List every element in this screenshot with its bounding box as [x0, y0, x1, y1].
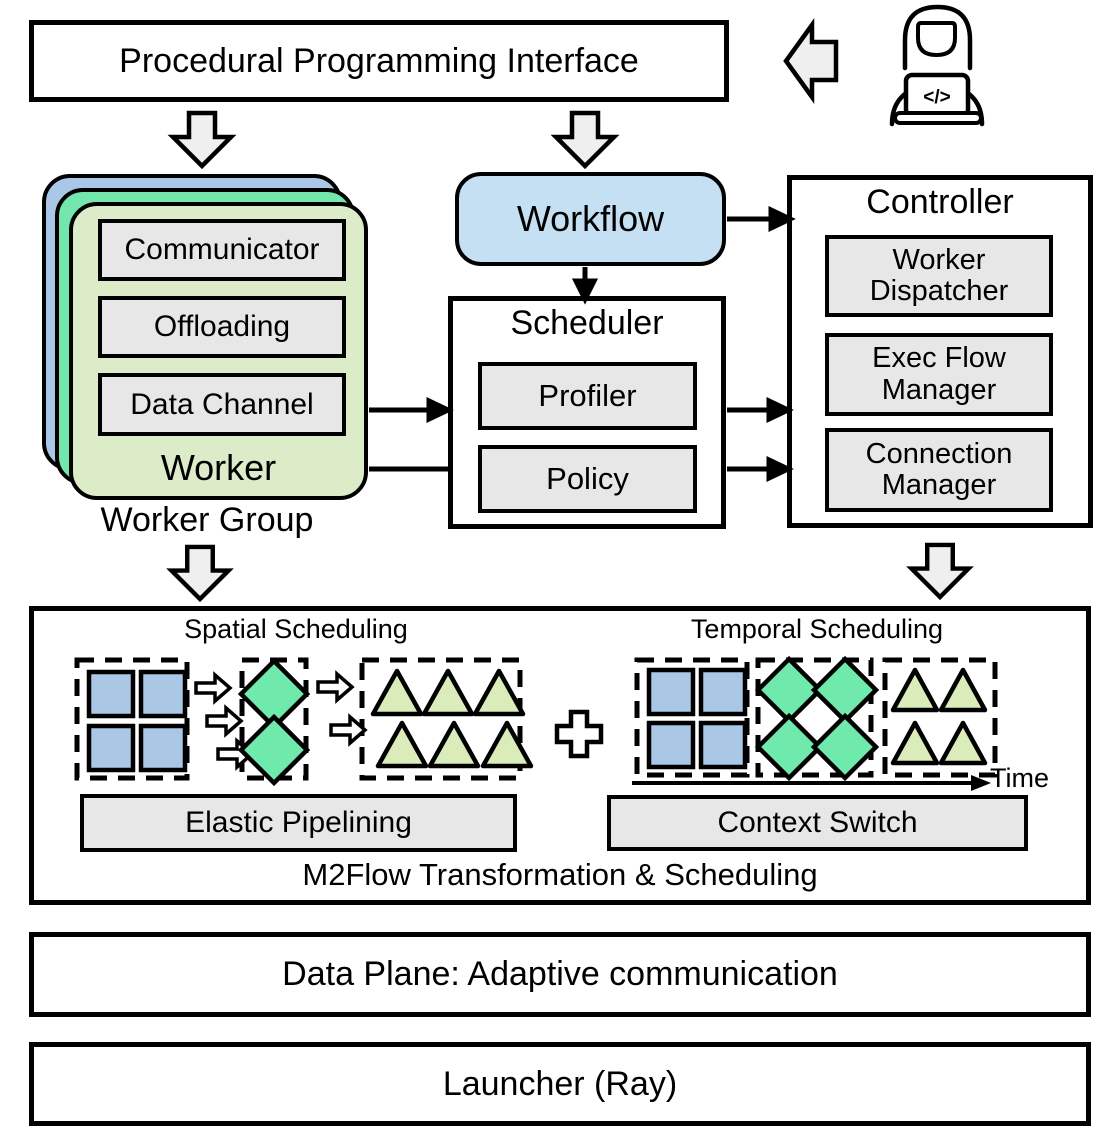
connection-manager-module: Connection Manager — [825, 428, 1053, 512]
spatial-diamonds — [237, 657, 311, 787]
offloading-label: Offloading — [153, 310, 291, 343]
data-channel-module: Data Channel — [98, 373, 346, 436]
exec-flow-manager-label: Exec Flow Manager — [872, 342, 1006, 406]
policy-module: Policy — [478, 445, 697, 513]
controller-to-m2flow-arrow-icon — [906, 542, 974, 601]
face-shape — [916, 21, 957, 58]
communicator-label: Communicator — [124, 233, 320, 266]
context-switch-label: Context Switch — [717, 806, 918, 839]
spatial-scheduling-title: Spatial Scheduling — [184, 613, 408, 644]
spatial-stage3-dashed-box — [359, 657, 523, 781]
offloading-module: Offloading — [98, 296, 346, 358]
data-plane-label: Data Plane: Adaptive communication — [282, 955, 838, 993]
launcher-label: Launcher (Ray) — [442, 1064, 678, 1103]
temporal-diamonds — [754, 655, 880, 782]
elastic-pipelining-label: Elastic Pipelining — [185, 806, 412, 839]
temporal-stage3-dashed-box — [882, 657, 998, 778]
data-plane-box: Data Plane: Adaptive communication — [29, 932, 1091, 1017]
worker-group-label: Worker Group — [100, 500, 314, 539]
workflow-box: Workflow — [455, 172, 726, 266]
context-switch-box: Context Switch — [607, 795, 1028, 851]
m2flow-shapes — [74, 655, 998, 791]
workers-to-m2flow-arrow-icon — [166, 544, 234, 603]
spatial-stage1-dashed-box — [74, 657, 190, 781]
worker-card-label: Worker — [160, 447, 277, 488]
temporal-scheduling-title: Temporal Scheduling — [690, 613, 944, 644]
temporal-triangles — [890, 667, 988, 766]
temporal-stage1-dashed-box — [634, 657, 750, 778]
launcher-box: Launcher (Ray) — [29, 1042, 1091, 1126]
policy-label: Policy — [546, 461, 629, 496]
worker-dispatcher-module: Worker Dispatcher — [825, 235, 1053, 317]
connection-manager-label: Connection Manager — [865, 437, 1013, 501]
time-label: Time — [990, 762, 1049, 793]
worker-dispatcher-label: Worker Dispatcher — [869, 243, 1009, 307]
workflow-label: Workflow — [516, 198, 665, 239]
data-channel-label: Data Channel — [130, 387, 314, 421]
temporal-stage2-dashed-box — [755, 657, 874, 778]
spatial-triangles — [370, 668, 534, 769]
plus-icon — [554, 709, 604, 759]
spatial-squares — [86, 669, 188, 773]
temporal-squares — [646, 667, 748, 770]
scheduler-title: Scheduler — [510, 303, 664, 342]
communicator-module: Communicator — [98, 219, 346, 281]
laptop-base — [893, 111, 983, 125]
interface-to-workers-arrow-icon — [167, 110, 237, 170]
developer-icon: </> — [889, 4, 985, 127]
profiler-label: Profiler — [538, 378, 637, 413]
interface-to-workflow-arrow-icon — [550, 110, 620, 170]
procedural-programming-interface-box: Procedural Programming Interface — [29, 20, 729, 102]
m2flow-title: M2Flow Transformation & Scheduling — [302, 857, 818, 892]
developer-to-interface-arrow-icon — [783, 18, 839, 104]
spatial-merge-arrows — [316, 670, 368, 747]
profiler-module: Profiler — [478, 362, 697, 430]
exec-flow-manager-module: Exec Flow Manager — [825, 333, 1053, 416]
ppi-label: Procedural Programming Interface — [119, 41, 639, 80]
elastic-pipelining-box: Elastic Pipelining — [80, 794, 517, 852]
code-glyph: </> — [923, 87, 950, 108]
controller-title: Controller — [866, 182, 1014, 221]
time-axis-arrow — [632, 775, 991, 791]
